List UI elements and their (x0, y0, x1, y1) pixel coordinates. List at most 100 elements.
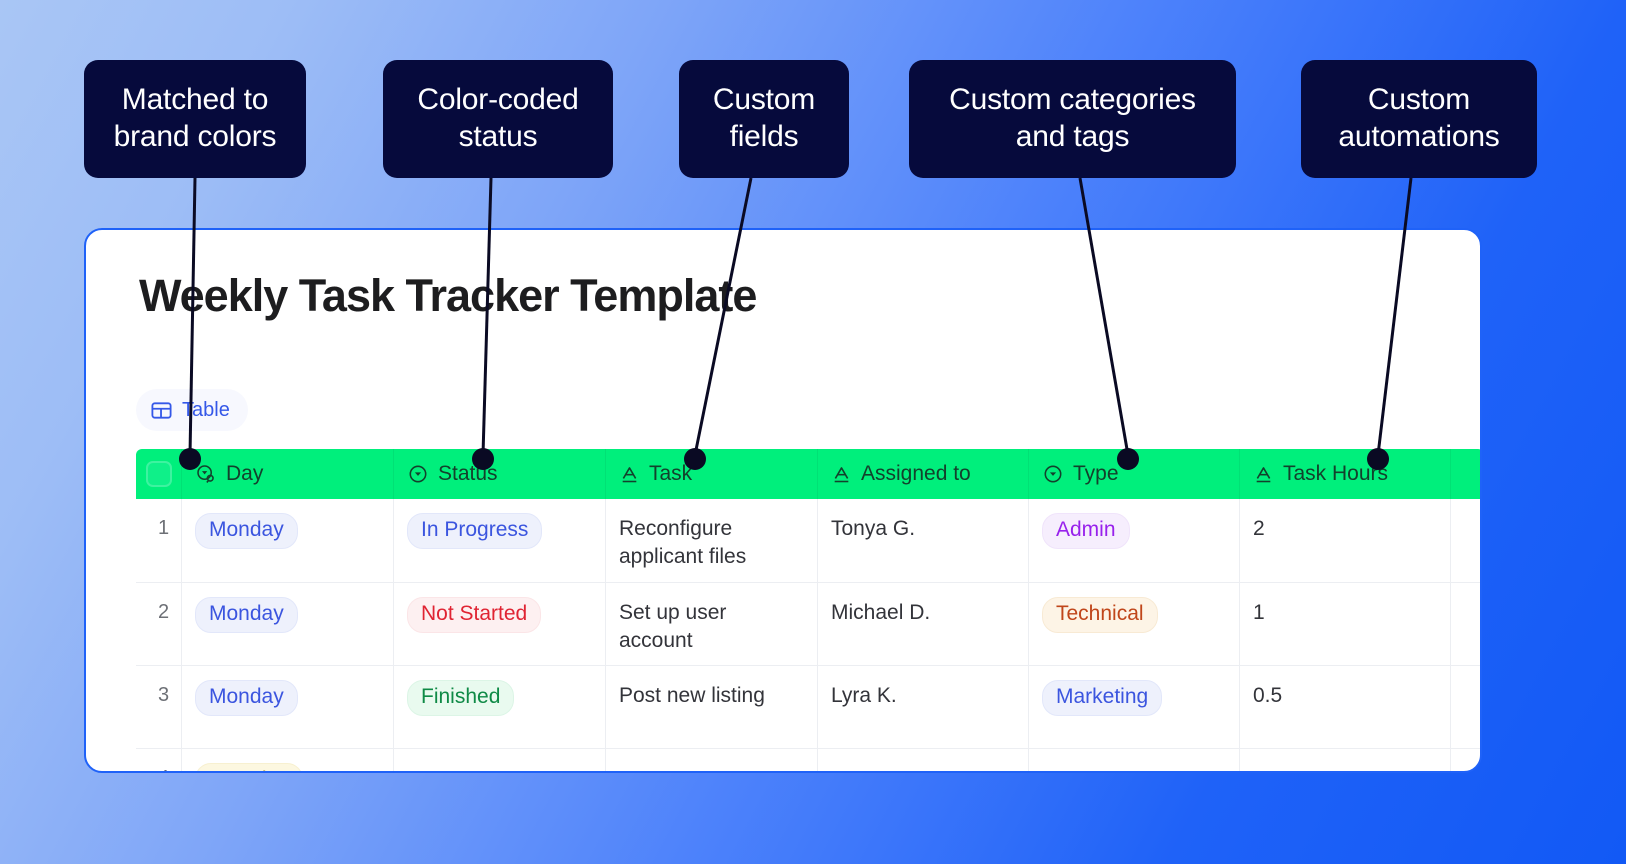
text-field-icon (831, 464, 852, 485)
select-all-cell[interactable] (136, 449, 182, 499)
cell-day[interactable]: Monday (182, 666, 394, 748)
cell-task-hours[interactable]: 2 (1240, 499, 1451, 582)
hours-text: 0.5 (1253, 684, 1283, 707)
column-header-type[interactable]: Type (1029, 449, 1240, 499)
cell-day[interactable]: Monday (182, 499, 394, 582)
cell-task[interactable] (606, 749, 818, 771)
task-text: Reconfigure applicant files (619, 517, 747, 568)
row-number-cell: 3 (136, 666, 182, 748)
row-number: 1 (157, 517, 170, 539)
cell-type[interactable]: Admin (1029, 499, 1240, 582)
select-icon (1042, 463, 1064, 485)
status-pill: In Progress (407, 513, 543, 549)
type-pill: Marketing (1042, 680, 1163, 716)
cell-extra[interactable] (1451, 749, 1480, 771)
column-header-status[interactable]: Status (394, 449, 606, 499)
column-header-assigned-to[interactable]: Assigned to (818, 449, 1029, 499)
cell-task[interactable]: Post new listing (606, 666, 818, 748)
cell-status[interactable]: Finished (394, 666, 606, 748)
cell-assigned-to[interactable]: Michael D. (818, 583, 1029, 665)
cell-type[interactable]: Technical (1029, 583, 1240, 665)
status-pill: Finished (407, 680, 515, 716)
callout-line-2: fields (729, 120, 799, 153)
column-header-add[interactable] (1451, 449, 1480, 499)
table-row[interactable]: 3 Monday Finished Post new listing Lyra … (136, 666, 1480, 749)
cell-extra[interactable] (1451, 583, 1480, 665)
row-number-cell: 4 (136, 749, 182, 771)
callout-custom-fields: Custom fields (679, 60, 849, 178)
day-pill: Tuesday (195, 763, 303, 771)
select-icon (407, 463, 429, 485)
cell-task[interactable]: Set up user account (606, 583, 818, 665)
cell-assigned-to[interactable]: Lyra K. (818, 666, 1029, 748)
callout-line-1: Custom categories (949, 83, 1196, 117)
task-text: Set up user account (619, 601, 727, 652)
select-all-checkbox[interactable] (146, 461, 172, 487)
callout-line-1: Custom (1367, 83, 1471, 117)
view-chip-label: Table (182, 398, 230, 421)
table-body: 1 Monday In Progress Reconfigure applica… (136, 499, 1480, 771)
cell-type[interactable]: Marketing (1029, 666, 1240, 748)
cell-status[interactable]: Not Started (394, 583, 606, 665)
cell-day[interactable]: Tuesday (182, 749, 394, 771)
day-pill: Monday (195, 597, 298, 633)
column-header-day[interactable]: Day (182, 449, 394, 499)
callout-line-1: Color-coded (417, 83, 579, 117)
hours-text: 1 (1253, 601, 1265, 624)
column-header-label: Task (649, 462, 693, 486)
assignee-text: Lyra K. (831, 684, 897, 707)
callout-line-2: and tags (1015, 120, 1130, 153)
callout-custom-categories-and-tags: Custom categories and tags (909, 60, 1236, 178)
assignee-text: Tonya G. (831, 517, 916, 540)
cell-assigned-to[interactable] (818, 749, 1029, 771)
column-header-label: Day (226, 462, 264, 486)
cell-extra[interactable] (1451, 666, 1480, 748)
table-row[interactable]: 4 Tuesday (136, 749, 1480, 771)
cell-status[interactable] (394, 749, 606, 771)
table-grid-icon (150, 399, 173, 422)
text-field-icon (1253, 464, 1274, 485)
row-number-cell: 2 (136, 583, 182, 665)
view-chip-table[interactable]: Table (136, 389, 248, 431)
callout-line-2: status (458, 120, 538, 153)
callout-color-coded-status: Color-coded status (383, 60, 613, 178)
cell-extra[interactable] (1451, 499, 1480, 582)
callout-line-1: Matched to (121, 83, 269, 117)
table-header-row: Day Status (136, 449, 1480, 499)
column-header-label: Status (438, 462, 498, 486)
page-title: Weekly Task Tracker Template (139, 270, 757, 321)
column-header-label: Task Hours (1283, 462, 1389, 486)
row-number: 4 (146, 763, 181, 771)
cell-assigned-to[interactable]: Tonya G. (818, 499, 1029, 582)
cell-status[interactable]: In Progress (394, 499, 606, 582)
task-text: Post new listing (619, 684, 765, 707)
callout-line-1: Custom (712, 83, 816, 117)
type-pill: Technical (1042, 597, 1158, 633)
row-number: 2 (157, 601, 170, 623)
column-header-task[interactable]: Task (606, 449, 818, 499)
hours-text: 2 (1253, 517, 1265, 540)
column-header-task-hours[interactable]: Task Hours (1240, 449, 1451, 499)
column-header-label: Assigned to (861, 462, 971, 486)
cell-task[interactable]: Reconfigure applicant files (606, 499, 818, 582)
assignee-text: Michael D. (831, 601, 931, 624)
cell-task-hours[interactable]: 1 (1240, 583, 1451, 665)
table-row[interactable]: 2 Monday Not Started Set up user account… (136, 583, 1480, 666)
select-search-icon (195, 463, 217, 485)
day-pill: Monday (195, 513, 298, 549)
column-header-label: Type (1073, 462, 1119, 486)
cell-day[interactable]: Monday (182, 583, 394, 665)
cell-task-hours[interactable]: 0.5 (1240, 666, 1451, 748)
table-row[interactable]: 1 Monday In Progress Reconfigure applica… (136, 499, 1480, 583)
callout-line-2: brand colors (113, 120, 277, 153)
template-card: Weekly Task Tracker Template Table (84, 228, 1482, 773)
cell-type[interactable] (1029, 749, 1240, 771)
task-table: Day Status (136, 449, 1480, 771)
callout-line-2: automations (1338, 120, 1500, 153)
row-number-cell: 1 (136, 499, 182, 582)
callout-matched-to-brand-colors: Matched to brand colors (84, 60, 306, 178)
type-pill: Admin (1042, 513, 1130, 549)
cell-task-hours[interactable] (1240, 749, 1451, 771)
text-field-icon (619, 464, 640, 485)
day-pill: Monday (195, 680, 298, 716)
